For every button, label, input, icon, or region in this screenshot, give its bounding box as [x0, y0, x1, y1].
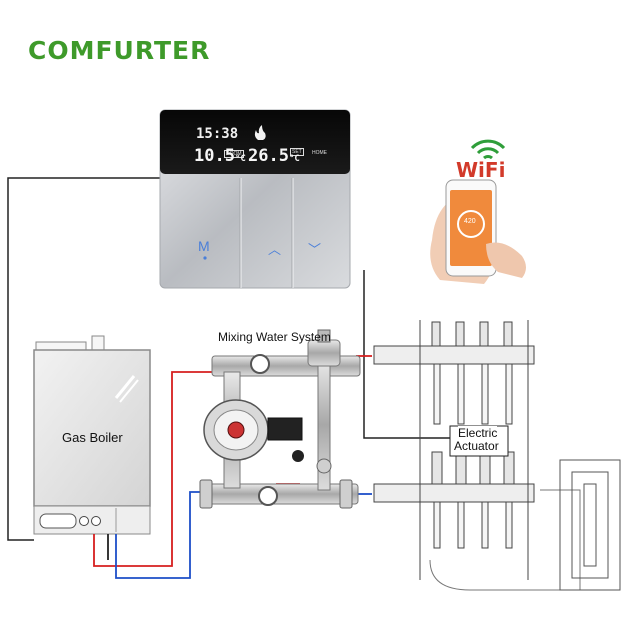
cold-return-pipe	[115, 491, 214, 579]
thermostat: ︿ ﹀	[159, 109, 351, 289]
return-valves	[431, 451, 515, 549]
mode-button[interactable]: M	[198, 238, 210, 254]
mixing-system-label: Mixing Water System	[218, 330, 331, 344]
gas-boiler-label: Gas Boiler	[62, 430, 123, 445]
mode-led	[203, 256, 207, 260]
up-button[interactable]	[244, 182, 290, 286]
set-temperature: 26.5°C	[248, 146, 300, 166]
hot-supply-pipe	[93, 371, 214, 567]
gas-boiler	[33, 335, 151, 535]
brand-logo: COMFURTER	[28, 36, 211, 65]
floor-heating-loop	[429, 489, 581, 591]
set-temp-unit: °C	[288, 154, 300, 164]
chevron-up-icon: ︿	[268, 243, 281, 258]
current-temp-unit: °C	[234, 154, 246, 164]
boiler-wire	[7, 177, 160, 541]
mixing-system	[199, 329, 361, 509]
chevron-down-icon: ﹀	[308, 243, 321, 258]
flame-icon	[254, 125, 266, 140]
actuator-wire	[363, 270, 472, 439]
set-tag: SET	[290, 148, 304, 156]
actuator-label: Actuator	[454, 439, 499, 453]
phone-temperature: 420	[464, 218, 476, 225]
control-wires	[7, 177, 472, 541]
wifi-block	[430, 139, 526, 284]
room-tag: ROOM	[224, 150, 244, 158]
set-temp-value: 26.5	[248, 146, 289, 166]
home-tag: HOME	[312, 150, 327, 156]
supply-valves	[431, 321, 513, 425]
down-button[interactable]	[296, 182, 348, 286]
current-temperature: 10.5°C	[194, 146, 246, 166]
current-temp-value: 10.5	[194, 146, 235, 166]
wifi-label: WiFi	[456, 158, 506, 182]
electric-label: Electric	[458, 426, 498, 440]
thermostat-time: 15:38	[196, 126, 239, 142]
manifold	[373, 320, 621, 591]
